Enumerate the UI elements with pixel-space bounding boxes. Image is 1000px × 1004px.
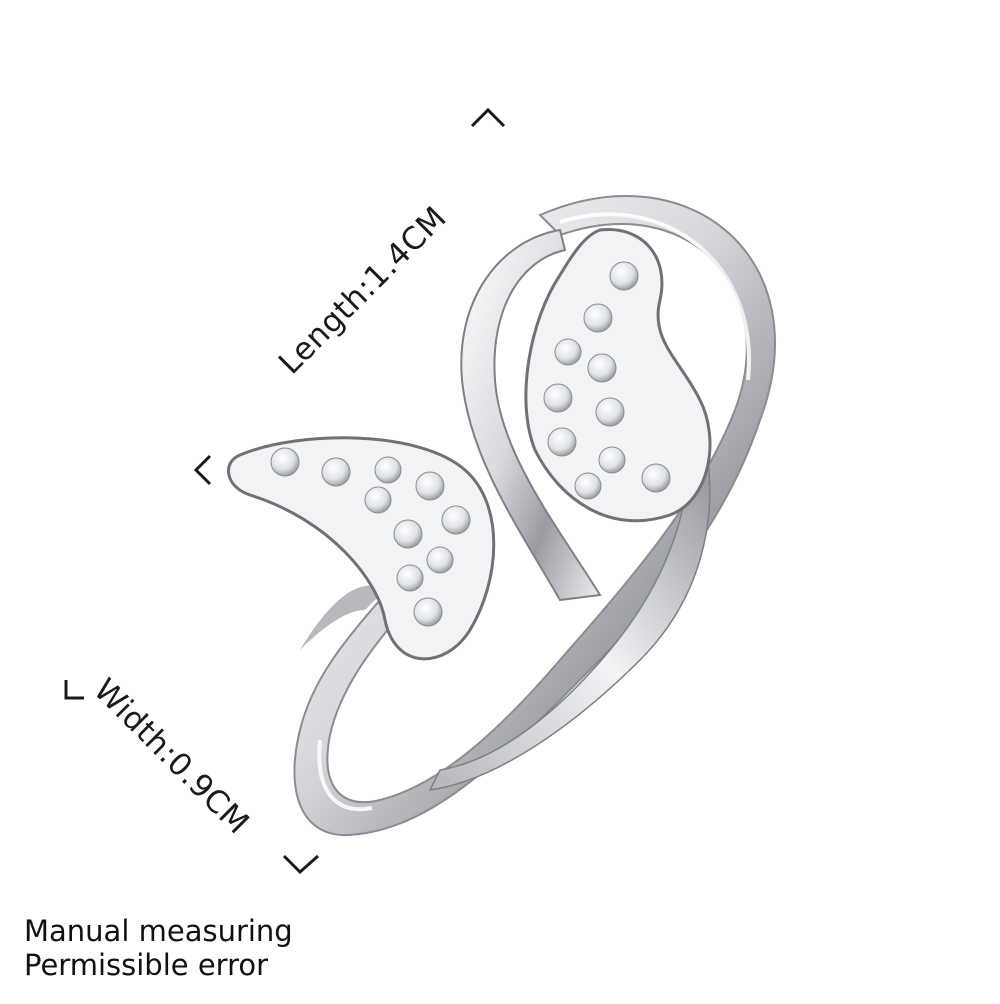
length-bracket-left [193,454,212,486]
note-manual-measuring: Manual measuring [24,914,293,948]
lower-wing-gems [270,447,471,627]
upper-wing [524,227,712,523]
butterfly-body [460,228,602,602]
measure-brackets [64,107,506,875]
width-bracket-bottom [282,854,319,875]
length-bracket-top [470,107,506,128]
upper-wing-gems [543,261,671,500]
note-permissible-error: Permissible error [24,948,269,982]
lower-wing [227,436,496,661]
width-bracket-left [64,680,84,700]
ring-highlights [317,212,751,812]
